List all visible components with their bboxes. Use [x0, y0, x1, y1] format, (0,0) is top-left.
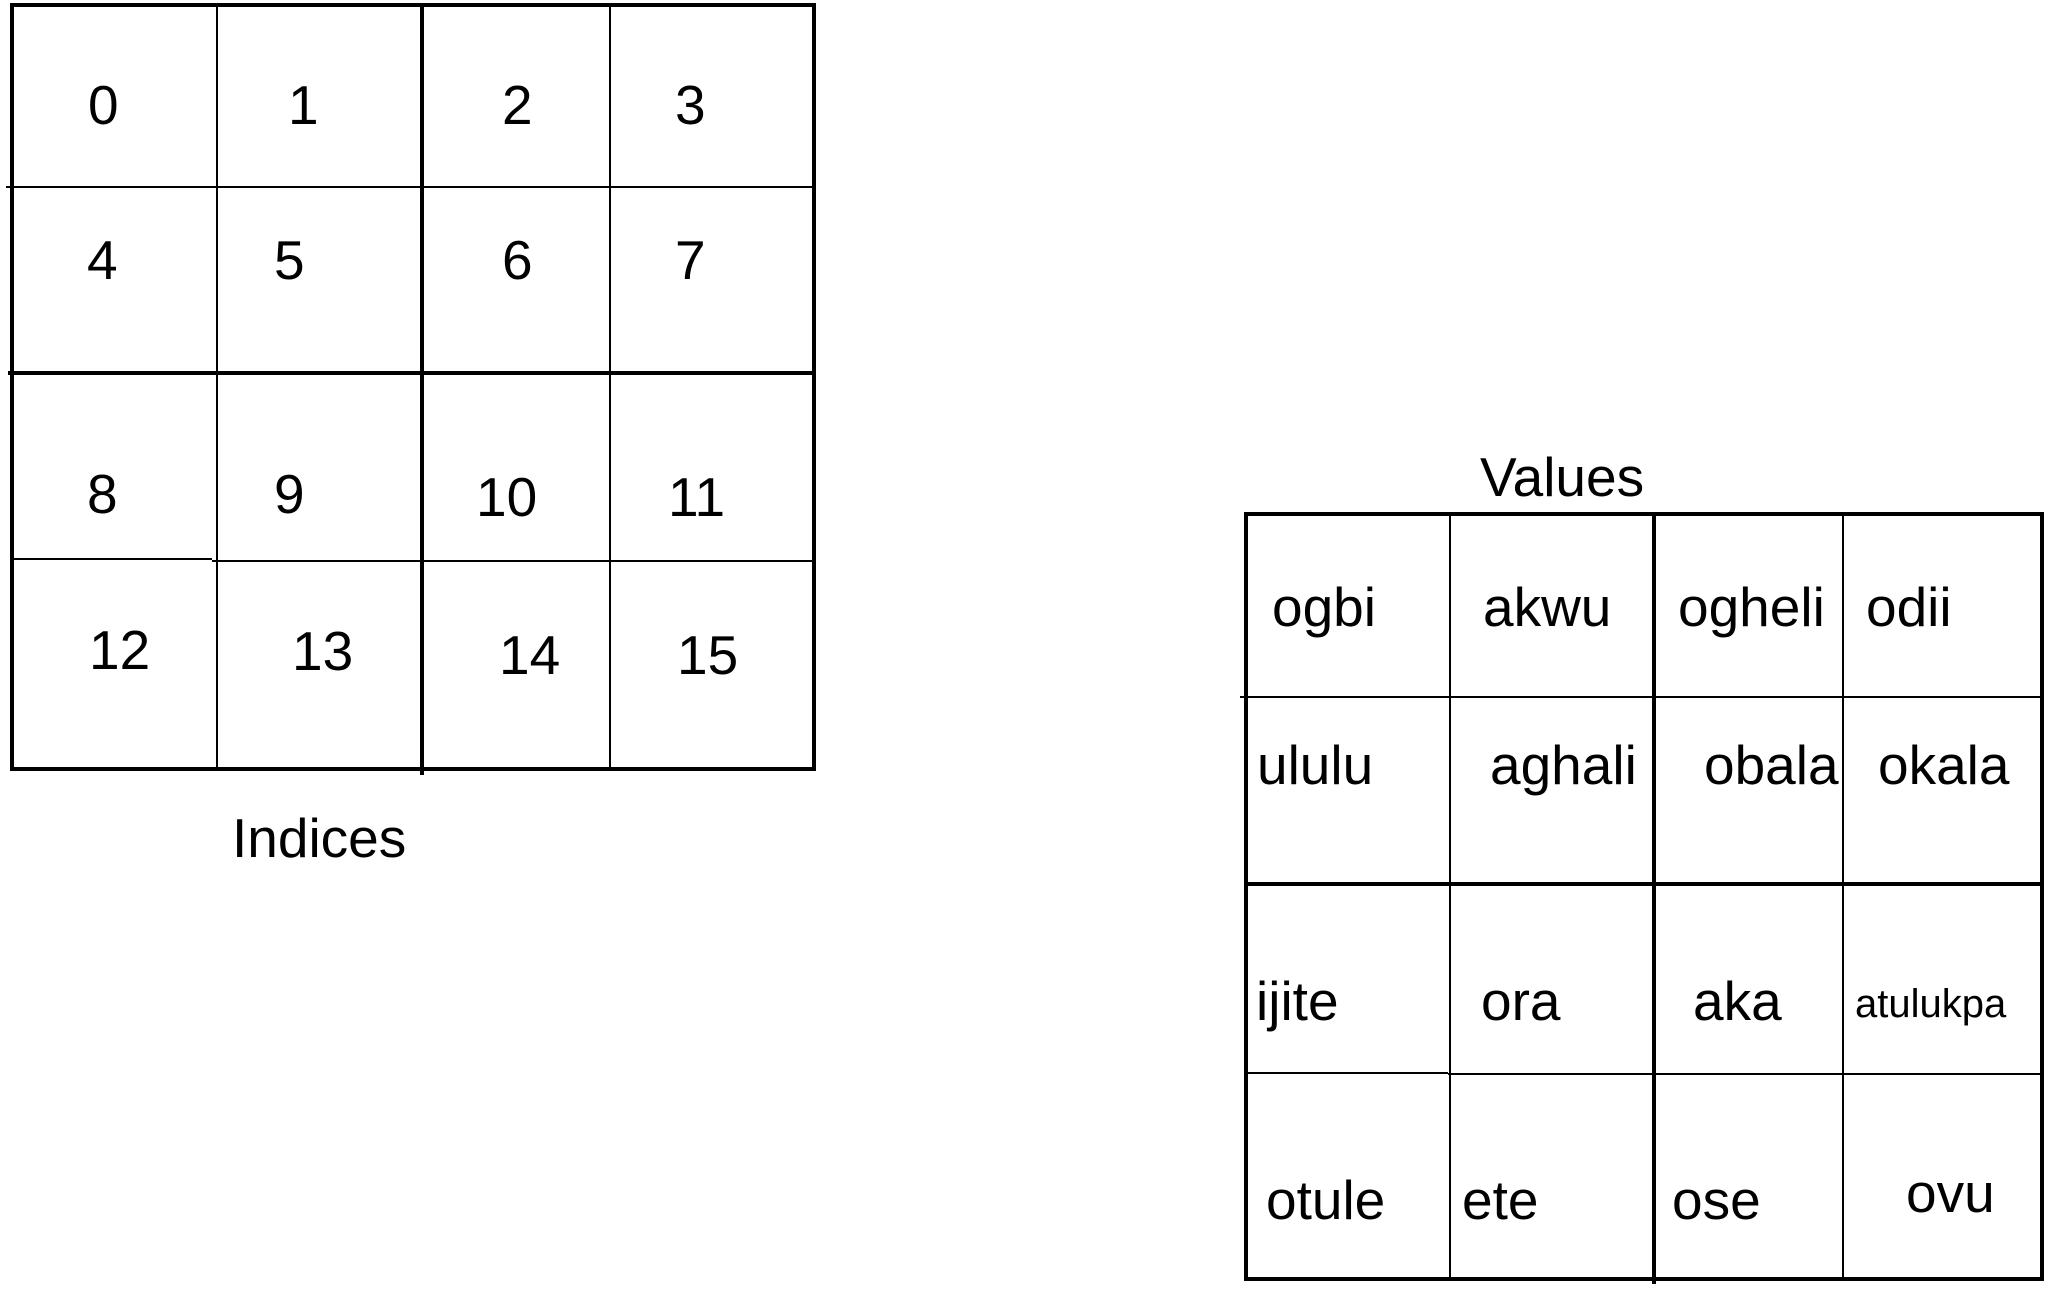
value-cell-9: ora [1481, 970, 1561, 1032]
value-cell-12: otule [1266, 1169, 1386, 1231]
value-cell-0: ogbi [1272, 576, 1376, 638]
indices-caption: Indices [232, 807, 407, 869]
value-cell-3: odii [1866, 576, 1952, 638]
index-cell-13: 13 [292, 620, 354, 682]
value-cell-1: akwu [1483, 576, 1612, 638]
index-cell-0: 0 [88, 74, 119, 136]
value-cell-4: ululu [1257, 734, 1374, 796]
value-cell-10: aka [1693, 970, 1782, 1032]
value-cell-5: aghali [1490, 734, 1637, 796]
value-cell-7: okala [1878, 734, 2010, 796]
values-row-divider-1 [1240, 696, 2042, 698]
values-quadrant-divider-vertical [1652, 512, 1656, 1284]
index-cell-14: 14 [499, 624, 561, 686]
value-cell-2: ogheli [1678, 576, 1825, 638]
value-cell-14: ose [1672, 1169, 1761, 1231]
value-cell-6: obala [1704, 734, 1839, 796]
indices-grid: 0 1 2 3 4 5 6 7 8 9 10 11 12 13 14 15 [0, 0, 830, 790]
index-cell-7: 7 [675, 229, 706, 291]
indices-border-left [10, 3, 14, 771]
values-border-left [1244, 512, 1248, 1281]
values-col-divider-3 [1842, 514, 1844, 1279]
indices-row-divider-1 [6, 186, 814, 188]
indices-border-bottom [10, 767, 816, 771]
indices-quadrant-divider-vertical [420, 3, 424, 775]
indices-row-divider-3a [12, 558, 212, 560]
value-cell-13: ete [1462, 1169, 1539, 1231]
index-cell-4: 4 [87, 229, 118, 291]
value-cell-11: atulukpa [1855, 982, 2007, 1026]
value-cell-8: ijite [1256, 970, 1339, 1032]
index-cell-15: 15 [677, 624, 739, 686]
index-cell-11: 11 [668, 466, 726, 528]
values-row-divider-3a [1246, 1072, 1448, 1074]
indices-row-divider-3b [212, 560, 814, 562]
values-border-top [1244, 512, 2044, 516]
index-cell-12: 12 [89, 619, 151, 681]
values-col-divider-1 [1449, 514, 1451, 1279]
values-caption: Values [1480, 446, 1645, 508]
indices-col-divider-3 [609, 5, 611, 769]
index-cell-6: 6 [502, 229, 533, 291]
values-quadrant-divider-horizontal [1244, 882, 2044, 886]
index-cell-8: 8 [87, 463, 118, 525]
index-cell-9: 9 [274, 463, 305, 525]
index-cell-3: 3 [675, 74, 706, 136]
indices-quadrant-divider-horizontal [8, 371, 816, 375]
values-border-bottom [1244, 1277, 2044, 1281]
index-cell-1: 1 [288, 74, 319, 136]
indices-col-divider-1 [216, 5, 218, 769]
index-cell-2: 2 [502, 74, 533, 136]
indices-border-top [10, 3, 816, 7]
index-cell-10: 10 [476, 466, 538, 528]
index-cell-5: 5 [274, 229, 305, 291]
values-row-divider-3b [1448, 1073, 2042, 1075]
indices-border-right [812, 3, 816, 771]
values-border-right [2040, 512, 2044, 1281]
value-cell-15: ovu [1906, 1162, 1995, 1224]
